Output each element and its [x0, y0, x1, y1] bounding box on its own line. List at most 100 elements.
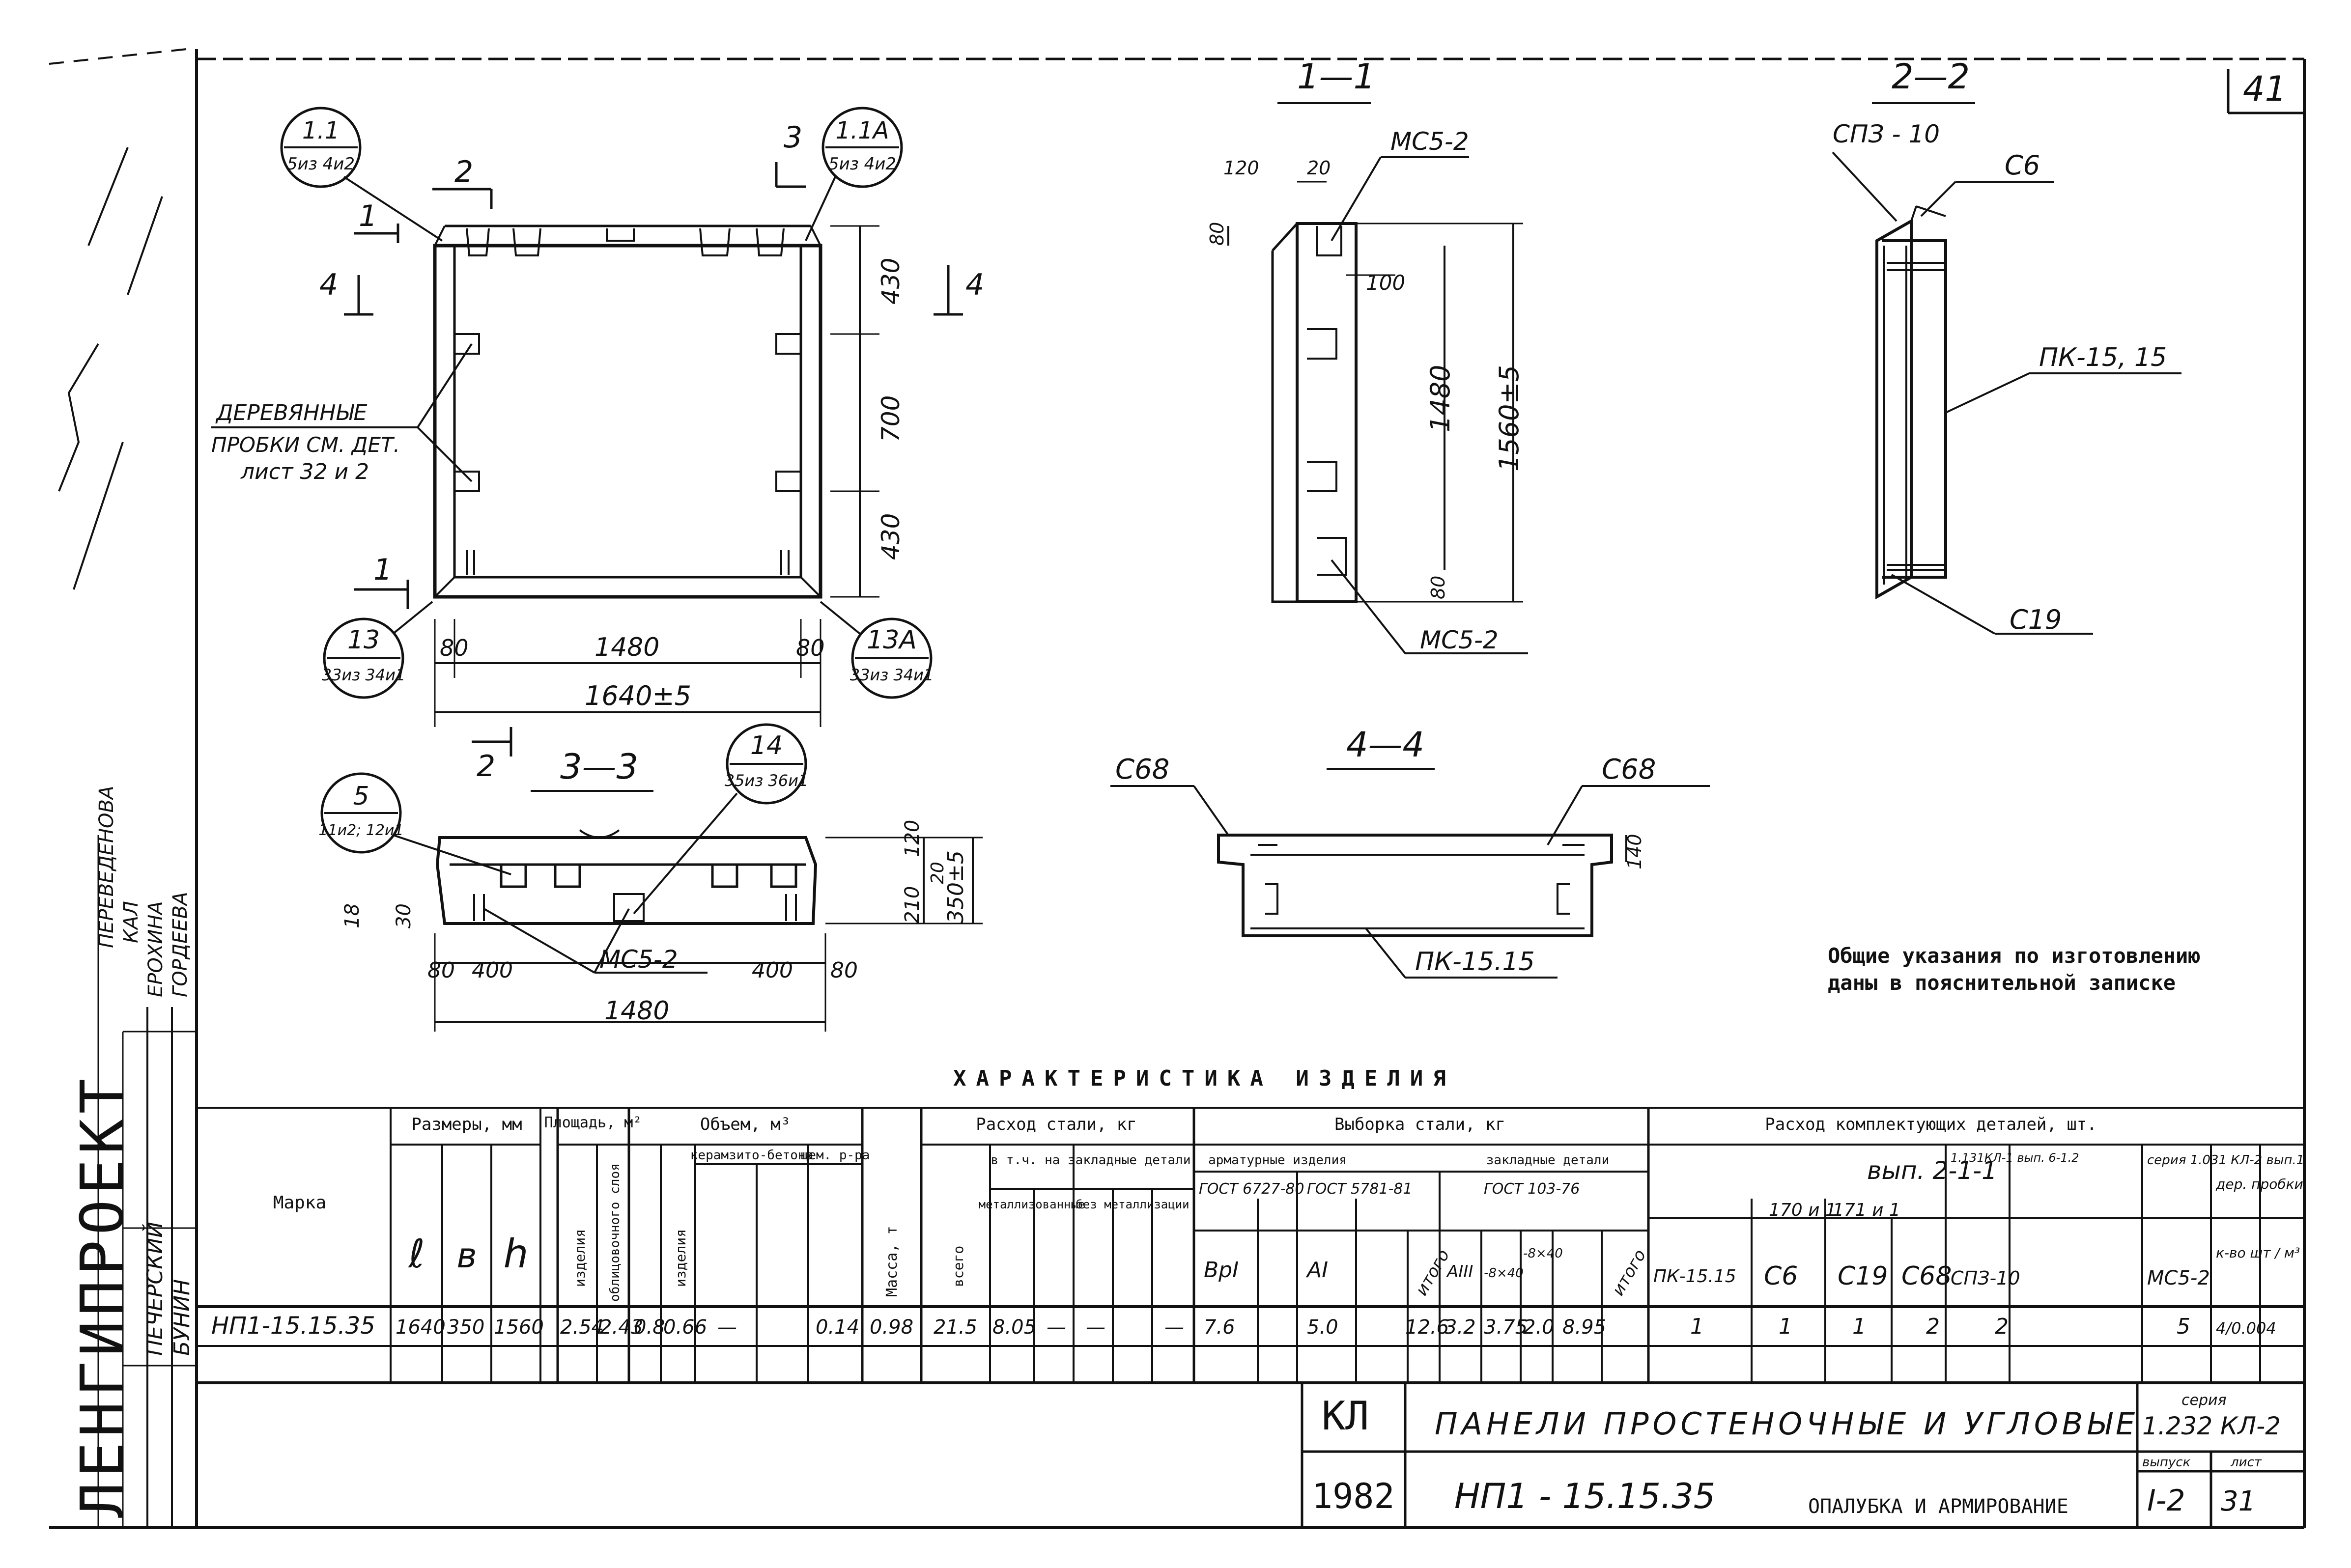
dim-80-right: 80 — [830, 958, 858, 983]
svg-text:2.54: 2.54 — [560, 1316, 604, 1339]
th-mass: Масса, т — [883, 1226, 901, 1297]
svg-text:7.6: 7.6 — [1204, 1316, 1235, 1339]
svg-text:1: 1 — [1852, 1314, 1866, 1339]
svg-text:8.95: 8.95 — [1562, 1316, 1606, 1339]
th-1031: серия 1.031 КЛ-2 вып.1 — [2147, 1153, 2304, 1168]
dim-1480: 1480 — [595, 633, 659, 662]
dim-120: 120 — [901, 820, 924, 857]
tb-title: ПАНЕЛИ ПРОСТЕНОЧНЫЕ И УГЛОВЫЕ — [1435, 1406, 2139, 1442]
th-b: в — [456, 1235, 477, 1276]
tb-issue: I-2 — [2147, 1484, 2185, 1518]
th-kvo: к-во шт / м³ — [2216, 1245, 2300, 1261]
th-incl: в т.ч. на закладные детали — [991, 1153, 1191, 1168]
th-pk: ПК-15.15 — [1653, 1266, 1736, 1287]
th-arm: арматурные изделия — [1208, 1153, 1347, 1168]
dim-400-right: 400 — [752, 958, 793, 983]
section-4-4: 4—4 140 С68 С68 ПК-15.15 — [1110, 725, 1710, 979]
dim-80-left: 80 — [427, 958, 455, 983]
dim-30: 30 — [393, 903, 415, 928]
tb-mark: НП1 - 15.15.35 — [1454, 1476, 1715, 1516]
svg-text:33из 34и1: 33из 34и1 — [850, 666, 934, 684]
svg-text:1: 1 — [373, 553, 392, 587]
dim-700: 700 — [877, 395, 905, 442]
label-c68-left: С68 — [1115, 754, 1169, 785]
th-metal: металлизованные — [979, 1198, 1085, 1211]
th-c6: С6 — [1764, 1261, 1798, 1291]
dim-18: 18 — [341, 903, 364, 928]
general-note: Общие указания по изготовлению даны в по… — [1828, 944, 2201, 995]
svg-text:5: 5 — [2177, 1314, 2190, 1339]
th-complect: Расход комплектующих деталей, шт. — [1765, 1115, 2097, 1134]
svg-text:5.0: 5.0 — [1307, 1316, 1338, 1339]
svg-text:11и2; 12и1: 11и2; 12и1 — [318, 822, 403, 839]
svg-text:0.66: 0.66 — [663, 1316, 707, 1339]
plugs-note-line2: ПРОБКИ СМ. ДЕТ. — [211, 433, 400, 457]
dim-80-bottom: 80 — [1427, 576, 1449, 599]
label-pk1515: ПК-15.15 — [1415, 947, 1535, 977]
svg-text:21.5: 21.5 — [934, 1316, 977, 1339]
stamp-row-6: ГОРДЕЕВА — [169, 892, 192, 998]
th-steel: Расход стали, кг — [976, 1115, 1137, 1134]
dim-350: 350±5 — [943, 850, 968, 924]
section-4-4-title: 4—4 — [1346, 725, 1424, 765]
th-1131: 1.131КЛ-1 вып. 6-1.2 — [1951, 1151, 2079, 1165]
svg-text:—: — — [717, 1316, 737, 1339]
th-cement: цем. р-ра — [801, 1148, 870, 1163]
dim-1480: 1480 — [604, 996, 669, 1026]
section-3-3-title: 3—3 — [560, 747, 638, 787]
callout-1-1a: 1.1А 5из 4и2 — [805, 107, 903, 241]
svg-text:33из 34и1: 33из 34и1 — [322, 666, 406, 684]
sheet-number: 41 — [2243, 69, 2287, 109]
svg-text:—: — — [1164, 1316, 1184, 1339]
svg-text:2: 2 — [454, 155, 473, 189]
th-mc52: МС5-2 — [2147, 1267, 2210, 1289]
tb-sheet: 31 — [2221, 1485, 2256, 1517]
svg-text:1: 1 — [359, 199, 377, 233]
callout-14: 14 35из 36и1 — [633, 723, 808, 915]
tb-sheet-label: лист — [2230, 1455, 2262, 1470]
callout-1-1: 1.1 5из 4и2 — [280, 107, 443, 242]
section-3-3: 3—3 80 400 400 80 1480 18 30 120 20 210 … — [318, 723, 983, 1032]
stamp-row-2: БУНИН — [170, 1279, 195, 1356]
th-gost2: ГОСТ 5781-81 — [1307, 1180, 1412, 1198]
label-c68-right: С68 — [1602, 754, 1656, 785]
general-note-line2: даны в пояснительной записке — [1828, 971, 2176, 995]
svg-text:8.05: 8.05 — [992, 1316, 1036, 1339]
th-sizes: Размеры, мм — [411, 1115, 522, 1134]
stamp-row-1: ПЕЧЕРСКИЙ — [142, 1222, 168, 1356]
label-mc52-top: МС5-2 — [1390, 127, 1469, 156]
plugs-note-line3: лист 32 и 2 — [240, 459, 369, 484]
tb-subtitle: ОПАЛУБКА И АРМИРОВАНИЕ — [1808, 1495, 2068, 1518]
svg-text:0.98: 0.98 — [870, 1316, 913, 1339]
section-1-1: 1—1 80 120 20 100 1480 1560±5 80 МС5-2 М… — [1206, 56, 1528, 654]
th-volume: Объем, м³ — [700, 1115, 791, 1134]
svg-text:5из 4и2: 5из 4и2 — [287, 154, 355, 174]
section-1-1-title: 1—1 — [1297, 56, 1375, 97]
section-2-2-title: 2—2 — [1892, 56, 1970, 97]
dim-400-left: 400 — [472, 958, 513, 983]
th-total: всего — [950, 1246, 966, 1287]
th-vyp: вып. 2-1-1 — [1867, 1156, 1997, 1185]
th-gost1: ГОСТ 6727-80 — [1199, 1180, 1304, 1198]
callout-13a: 13А 33из 34и1 — [820, 601, 934, 699]
svg-text:2: 2 — [1926, 1314, 1940, 1339]
svg-text:4: 4 — [965, 268, 984, 302]
svg-text:0.8: 0.8 — [634, 1316, 665, 1339]
dim-20: 20 — [1307, 157, 1331, 179]
th-marka: Марка — [273, 1193, 326, 1213]
th-l: ℓ — [407, 1231, 425, 1277]
svg-text:2: 2 — [1995, 1314, 2009, 1339]
sheet-frame — [49, 48, 2306, 1529]
cut-mark-2-top: 2 — [432, 155, 493, 209]
svg-text:13А: 13А — [867, 625, 917, 655]
label-mc52-bottom: МС5-2 — [1420, 626, 1499, 654]
cut-mark-4-left: 4 — [319, 268, 373, 316]
svg-text:13: 13 — [347, 625, 380, 655]
th-c19: С19 — [1838, 1261, 1888, 1291]
svg-text:—: — — [1047, 1316, 1066, 1339]
dim-430-bottom: 430 — [877, 513, 905, 560]
dim-80-top: 80 — [1206, 222, 1228, 246]
svg-text:2.43: 2.43 — [599, 1316, 643, 1339]
svg-text:—: — — [1086, 1316, 1105, 1339]
